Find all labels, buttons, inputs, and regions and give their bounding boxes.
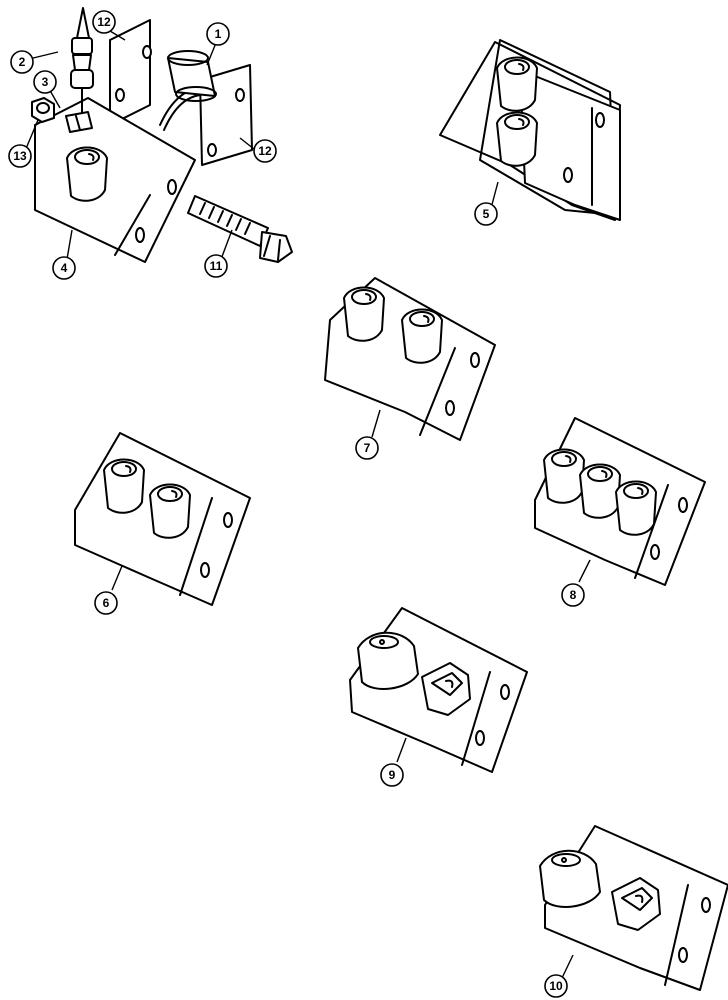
side-plate-rear xyxy=(109,19,151,126)
callout-13: 13 xyxy=(8,144,32,168)
callout-12-front: 12 xyxy=(253,139,277,163)
svg-text:5: 5 xyxy=(483,207,490,221)
svg-text:1: 1 xyxy=(215,27,222,41)
callout-12-rear: 12 xyxy=(92,10,116,34)
pick xyxy=(70,7,94,113)
callout-6: 6 xyxy=(94,591,118,615)
svg-text:3: 3 xyxy=(42,75,49,89)
callout-2: 2 xyxy=(10,50,34,74)
cutter-assembly-9 xyxy=(349,607,528,773)
svg-text:10: 10 xyxy=(549,979,563,993)
exploded-assembly xyxy=(24,7,293,266)
bolt xyxy=(187,195,293,263)
svg-text:12: 12 xyxy=(258,144,272,158)
cutter-assembly-10 xyxy=(539,825,728,991)
svg-text:12: 12 xyxy=(97,15,111,29)
callout-3: 3 xyxy=(33,70,57,94)
nut xyxy=(31,97,55,123)
svg-text:9: 9 xyxy=(389,768,396,782)
svg-text:2: 2 xyxy=(19,55,26,69)
sleeve xyxy=(167,50,217,102)
callout-10: 10 xyxy=(544,974,568,998)
cutter-assembly-7 xyxy=(324,277,496,441)
svg-text:6: 6 xyxy=(103,596,110,610)
callout-5: 5 xyxy=(474,202,498,226)
svg-text:13: 13 xyxy=(13,149,27,163)
svg-text:7: 7 xyxy=(364,441,371,455)
callout-4: 4 xyxy=(52,256,76,280)
svg-text:4: 4 xyxy=(61,261,68,275)
base-plate xyxy=(34,97,196,263)
cutter-assembly-5 xyxy=(439,39,621,221)
cutter-assembly-6 xyxy=(74,432,251,606)
cutter-assembly-8 xyxy=(534,417,706,586)
callout-11: 11 xyxy=(204,254,228,278)
callout-8: 8 xyxy=(561,583,585,607)
svg-text:8: 8 xyxy=(570,588,577,602)
svg-text:11: 11 xyxy=(210,259,223,273)
callout-9: 9 xyxy=(380,763,404,787)
retainer xyxy=(65,111,93,133)
callout-1: 1 xyxy=(206,22,230,46)
callout-7: 7 xyxy=(355,436,379,460)
